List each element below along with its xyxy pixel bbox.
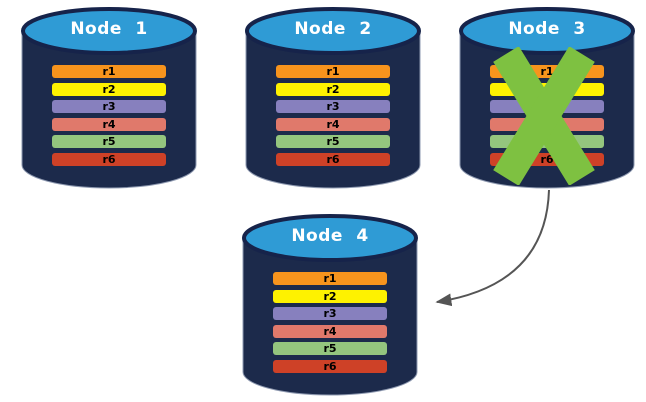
row-r1: r1 bbox=[52, 65, 166, 78]
row-r5: r5 bbox=[52, 135, 166, 148]
failure-x-icon bbox=[493, 47, 595, 185]
row-r2: r2 bbox=[276, 82, 390, 96]
row-r5: r5 bbox=[276, 135, 390, 148]
row-r1: r1 bbox=[273, 272, 387, 285]
row-r6: r6 bbox=[273, 359, 387, 373]
row-r6: r6 bbox=[276, 152, 390, 166]
node-4: Node 4 r1 r2 r3 r4 r5 r6 bbox=[241, 212, 419, 396]
node-1: Node 1 r1 r2 r3 r4 r5 r6 bbox=[20, 5, 198, 189]
row-r4: r4 bbox=[52, 117, 166, 131]
node-label: Node 2 bbox=[294, 19, 372, 39]
row-r2: r2 bbox=[52, 82, 166, 96]
row-list: r1 r2 r3 r4 r5 r6 bbox=[276, 65, 390, 170]
row-list: r1 r2 r3 r4 r5 r6 bbox=[52, 65, 166, 170]
failover-arrow bbox=[435, 189, 550, 307]
row-r1: r1 bbox=[276, 65, 390, 78]
row-r4: r4 bbox=[276, 117, 390, 131]
node-label: Node 3 bbox=[508, 19, 586, 39]
row-r3: r3 bbox=[273, 307, 387, 320]
node-label: Node 4 bbox=[291, 226, 369, 246]
row-r4: r4 bbox=[273, 324, 387, 338]
row-r2: r2 bbox=[273, 289, 387, 303]
row-r3: r3 bbox=[52, 100, 166, 113]
node-label: Node 1 bbox=[70, 19, 148, 39]
row-r5: r5 bbox=[273, 342, 387, 355]
row-r3: r3 bbox=[276, 100, 390, 113]
row-r6: r6 bbox=[52, 152, 166, 166]
node-2: Node 2 r1 r2 r3 r4 r5 r6 bbox=[244, 5, 422, 189]
row-list: r1 r2 r3 r4 r5 r6 bbox=[273, 272, 387, 377]
